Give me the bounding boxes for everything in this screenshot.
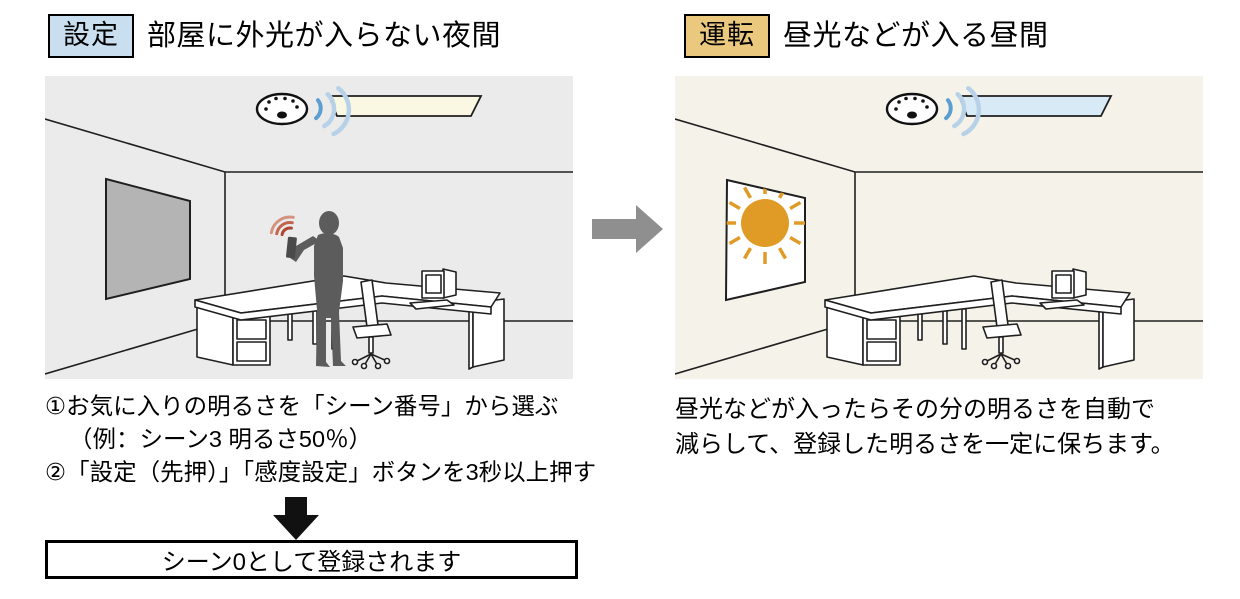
- signal-waves-icon: [944, 86, 982, 137]
- computer-monitor: [1039, 268, 1087, 310]
- remote-signal-icon: [269, 215, 295, 237]
- operation-description: 昼光などが入ったらその分の明るさを自動で 減らして、登録した明るさを一定に保ちま…: [675, 392, 1225, 462]
- left-panel-header: 設定 部屋に外光が入らない夜間: [48, 14, 501, 58]
- description-line: 減らして、登録した明るさを一定に保ちます。: [675, 431, 1175, 458]
- right-panel-header: 運転 昼光などが入る昼間: [684, 14, 1049, 58]
- sun-icon: [726, 182, 805, 264]
- scene0-result-box: シーン0として登録されます: [45, 540, 578, 579]
- ceiling-sensor-icon: [255, 92, 309, 126]
- scene0-result-text: シーン0として登録されます: [161, 549, 462, 576]
- signal-waves-icon: [314, 86, 352, 137]
- right-panel-title: 昼光などが入る昼間: [783, 20, 1049, 52]
- setting-mode-badge: 設定: [48, 14, 134, 58]
- ceiling-light: [327, 95, 483, 117]
- instruction-line: ②「設定（先押）」「感度設定」ボタンを3秒以上押す: [45, 459, 597, 485]
- computer-monitor: [409, 268, 457, 310]
- office-chair: [981, 279, 1022, 370]
- description-line: 昼光などが入ったらその分の明るさを自動で: [675, 396, 1155, 423]
- night-room-svg: [45, 76, 573, 379]
- instruction-line: ①お気に入りの明るさを「シーン番号」から選ぶ: [45, 393, 559, 419]
- left-panel-title: 部屋に外光が入らない夜間: [147, 20, 502, 52]
- down-arrow-icon: [273, 497, 319, 540]
- operation-mode-badge: 運転: [684, 14, 770, 58]
- night-room-illustration: [45, 76, 573, 379]
- day-room-svg: [675, 76, 1203, 379]
- ceiling-light: [957, 95, 1113, 117]
- dark-window: [105, 177, 191, 301]
- instruction-line: （例：シーン3 明るさ50％）: [69, 426, 373, 452]
- flow-right-arrow-icon: [592, 204, 664, 254]
- day-room-illustration: [675, 76, 1203, 379]
- office-chair: [351, 279, 392, 370]
- person-silhouette: [290, 211, 346, 367]
- ceiling-sensor-icon: [885, 92, 939, 126]
- remote-control-icon: [286, 236, 297, 259]
- setting-instructions: ①お気に入りの明るさを「シーン番号」から選ぶ （例：シーン3 明るさ50％） ②…: [45, 390, 597, 489]
